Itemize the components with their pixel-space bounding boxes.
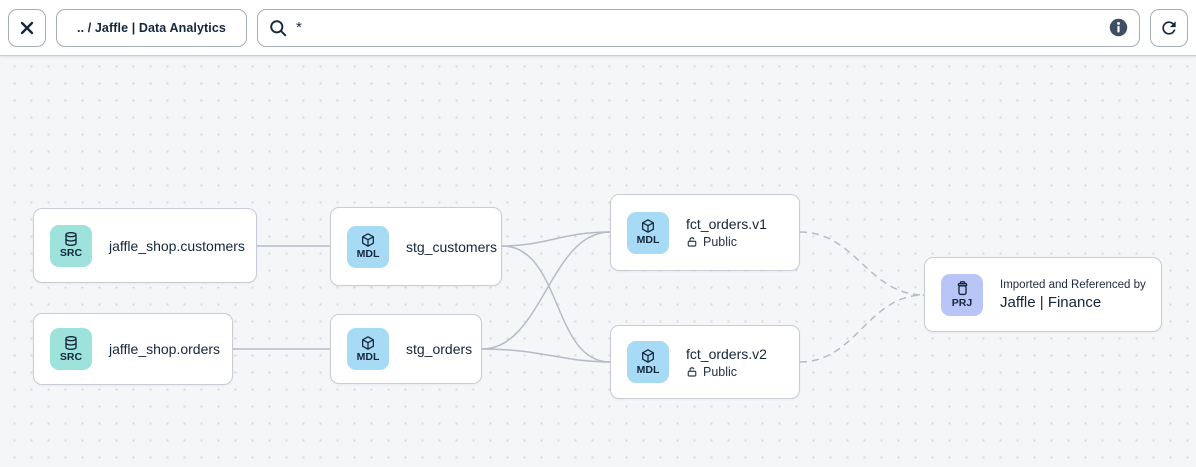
badge-label: MDL	[636, 363, 660, 376]
node-label: fct_orders.v2	[686, 345, 767, 362]
cube-icon	[642, 349, 654, 363]
access-label: Public	[703, 364, 738, 379]
badge-label: PRJ	[951, 296, 973, 309]
edge-stgcustomers-fctv1	[501, 231, 611, 247]
close-button[interactable]	[8, 8, 46, 47]
database-icon	[65, 335, 77, 350]
model-badge: MDL	[347, 225, 389, 268]
refresh-icon	[1162, 20, 1176, 35]
access-label: Public	[703, 235, 738, 249]
node-label: stg_orders	[406, 341, 473, 357]
breadcrumb-label: .. / Jaffle | Data Analytics	[77, 20, 226, 35]
node-label: jaffle_shop.customers	[109, 237, 245, 254]
badge-label: MDL	[356, 350, 380, 363]
search-box	[256, 8, 1140, 47]
search-icon	[270, 19, 287, 36]
cube-icon	[642, 219, 654, 234]
node-project-jaffle-finance[interactable]: PRJ Imported and Referenced by Jaffle | …	[924, 257, 1162, 332]
node-sublabel: Imported and Referenced by	[1000, 278, 1146, 291]
node-fct-orders-v1[interactable]: MDL fct_orders.v1 Public	[610, 194, 800, 271]
node-label: jaffle_shop.orders	[109, 341, 221, 357]
source-badge: SRC	[50, 328, 92, 370]
toolbar: .. / Jaffle | Data Analytics	[0, 0, 1196, 56]
unlock-icon	[687, 237, 697, 247]
cube-icon	[362, 233, 374, 248]
node-jaffle-shop-orders[interactable]: SRC jaffle_shop.orders	[33, 313, 233, 385]
edge-stgorders-fctv2	[481, 348, 611, 363]
edge-stgcustomers-fctv2	[501, 245, 611, 363]
node-label: fct_orders.v1	[686, 216, 767, 232]
search-input[interactable]	[295, 19, 1100, 36]
model-badge: MDL	[627, 341, 669, 383]
model-badge: MDL	[347, 328, 389, 370]
node-label: Jaffle | Finance	[1000, 293, 1102, 311]
jar-icon	[957, 281, 967, 296]
unlock-icon	[687, 366, 697, 377]
breadcrumb[interactable]: .. / Jaffle | Data Analytics	[56, 8, 247, 47]
badge-label: SRC	[59, 350, 83, 363]
badge-label: MDL	[636, 234, 660, 247]
close-icon	[20, 21, 34, 34]
node-label: stg_customers	[406, 238, 498, 255]
badge-label: MDL	[356, 248, 380, 261]
source-badge: SRC	[50, 224, 92, 267]
access-row: Public	[686, 365, 767, 379]
edge-fctv2-project	[799, 294, 925, 363]
node-stg-orders[interactable]: MDL stg_orders	[330, 314, 482, 384]
access-row: Public	[686, 235, 767, 249]
lineage-canvas[interactable]: SRC jaffle_shop.customers MDL stg_custom…	[0, 56, 1196, 467]
project-badge: PRJ	[941, 273, 983, 316]
refresh-button[interactable]	[1150, 8, 1188, 47]
node-fct-orders-v2[interactable]: MDL fct_orders.v2 Public	[610, 325, 800, 399]
database-icon	[65, 232, 77, 247]
edge-fctv1-project	[799, 231, 925, 296]
info-icon[interactable]	[1109, 18, 1128, 37]
node-stg-customers[interactable]: MDL stg_customers	[330, 207, 502, 286]
node-jaffle-shop-customers[interactable]: SRC jaffle_shop.customers	[33, 208, 257, 283]
badge-label: SRC	[59, 247, 83, 260]
cube-icon	[362, 336, 374, 350]
model-badge: MDL	[627, 211, 669, 254]
